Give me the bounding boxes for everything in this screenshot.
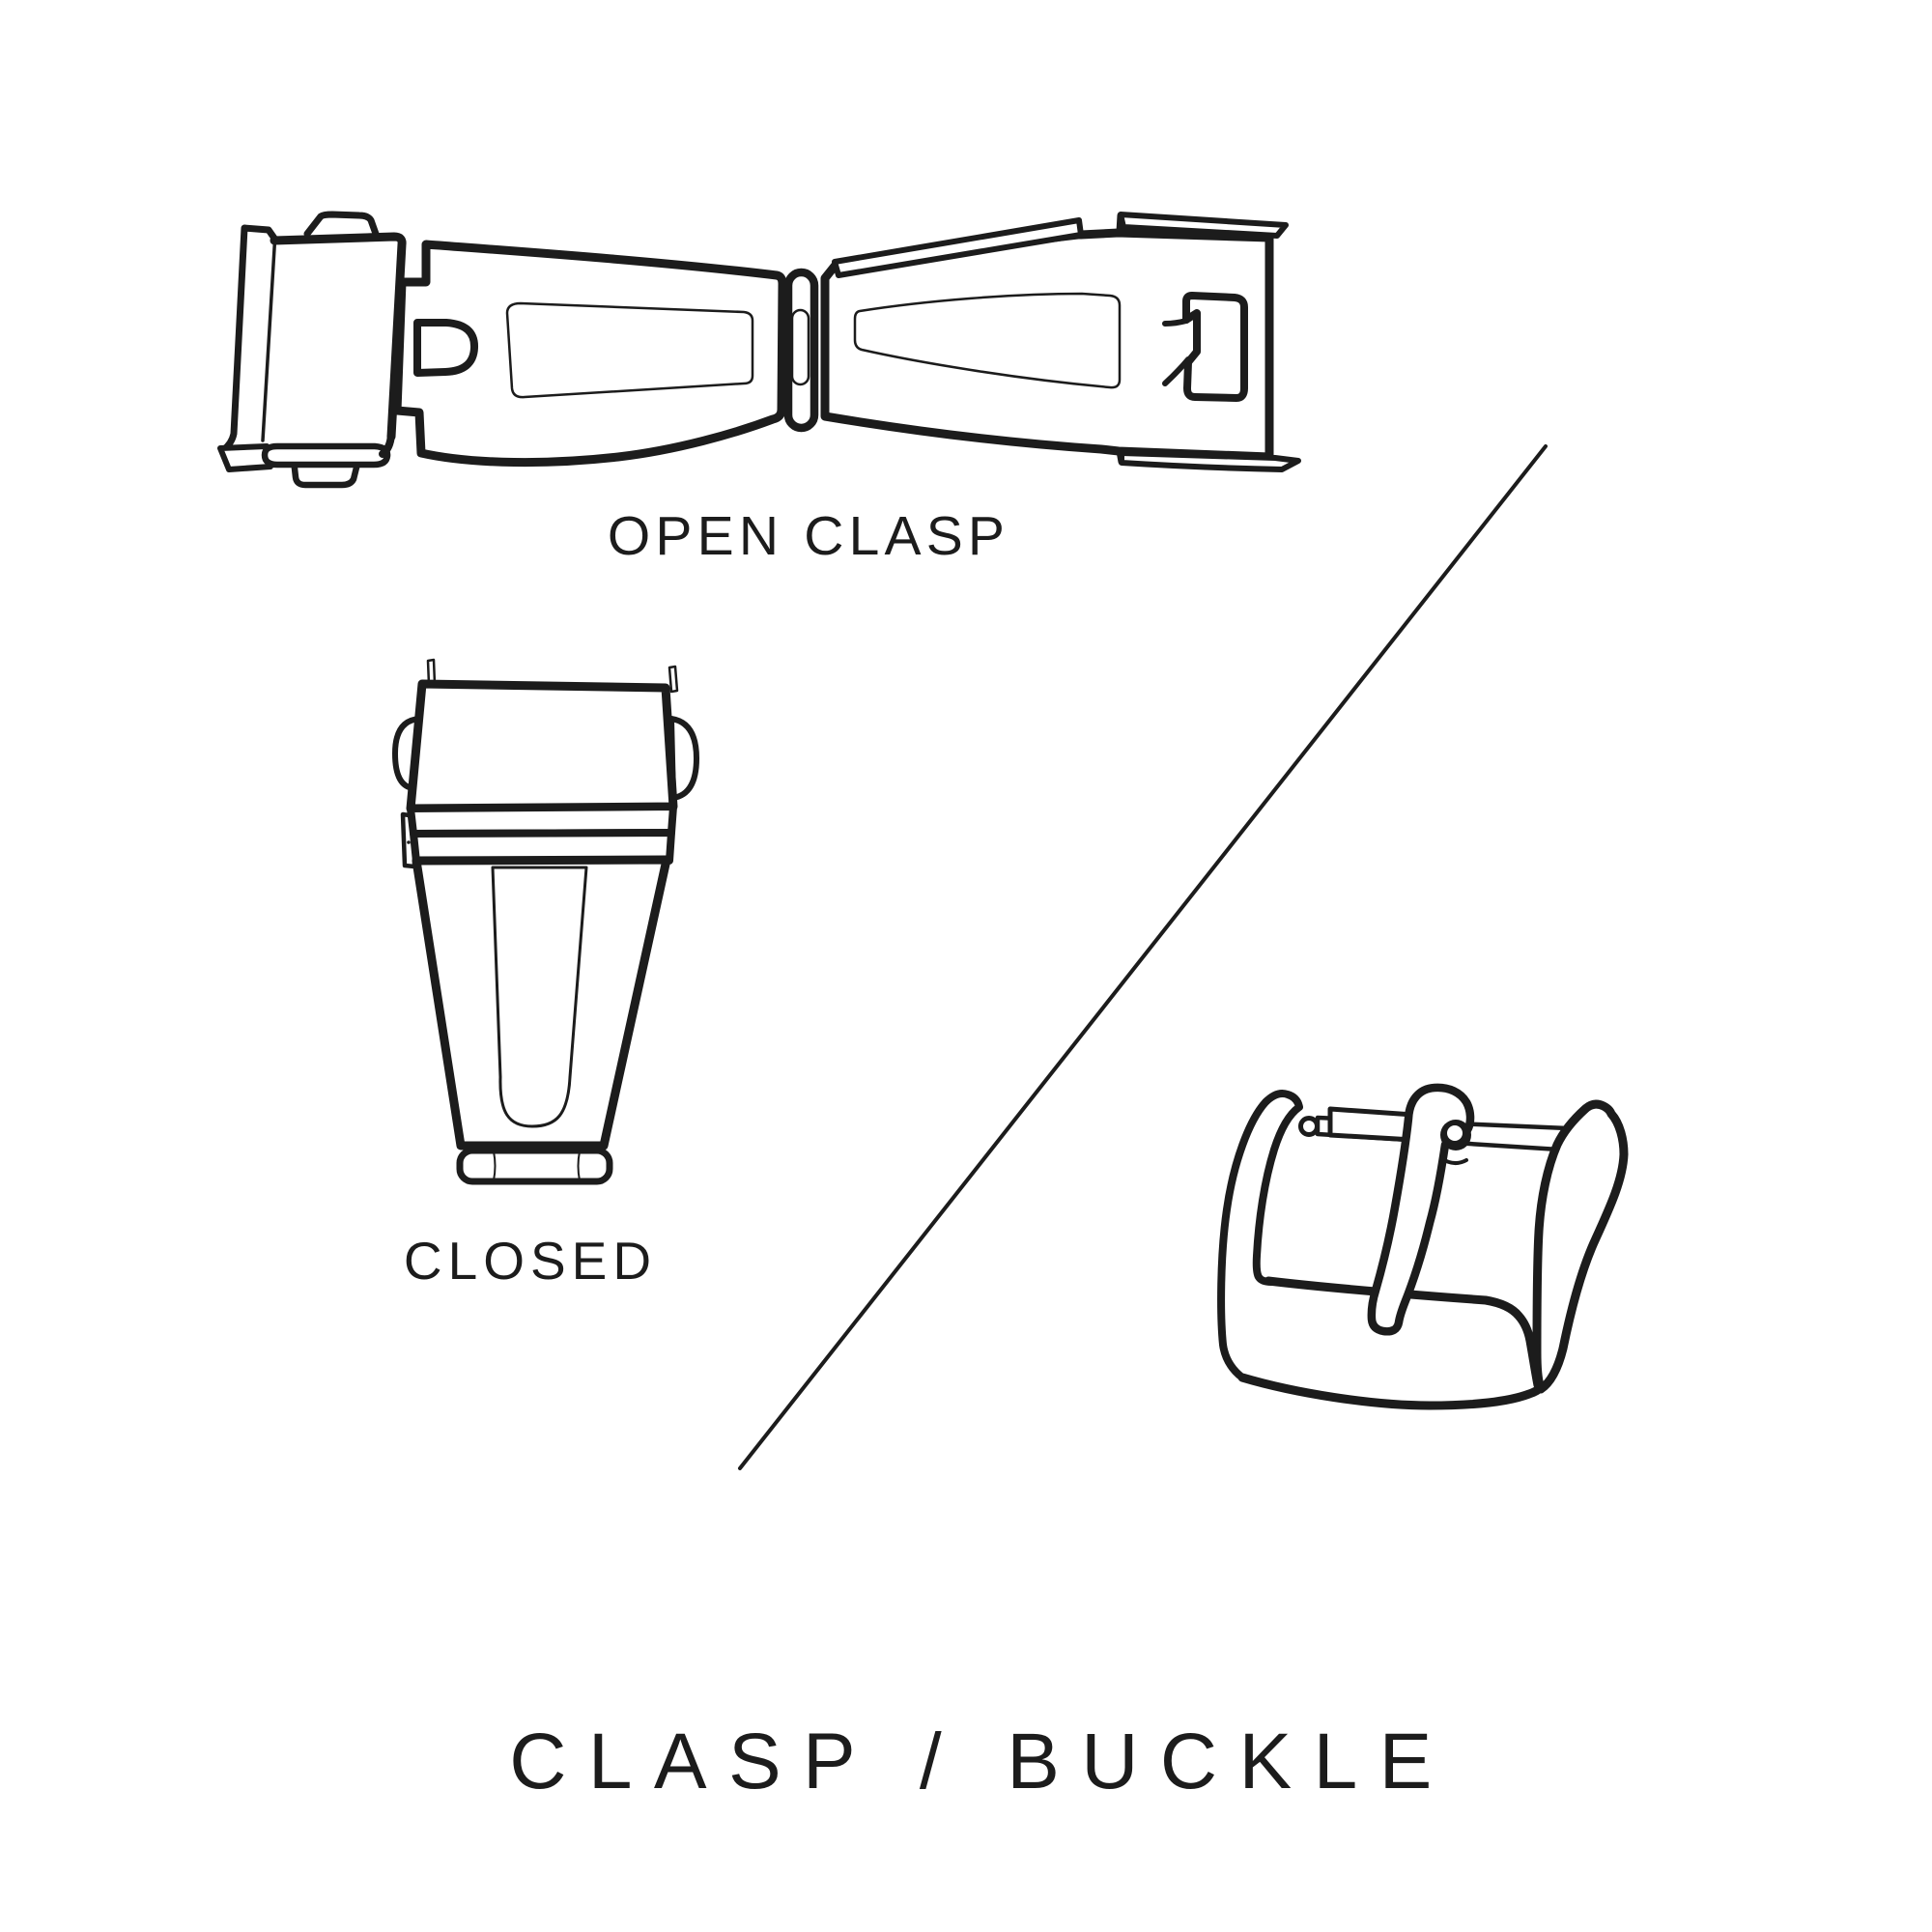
svg-text:CLOSED: CLOSED: [404, 1231, 657, 1291]
svg-text:CLASP / BUCKLE: CLASP / BUCKLE: [509, 1718, 1454, 1805]
svg-text:OPEN CLASP: OPEN CLASP: [608, 505, 1009, 567]
